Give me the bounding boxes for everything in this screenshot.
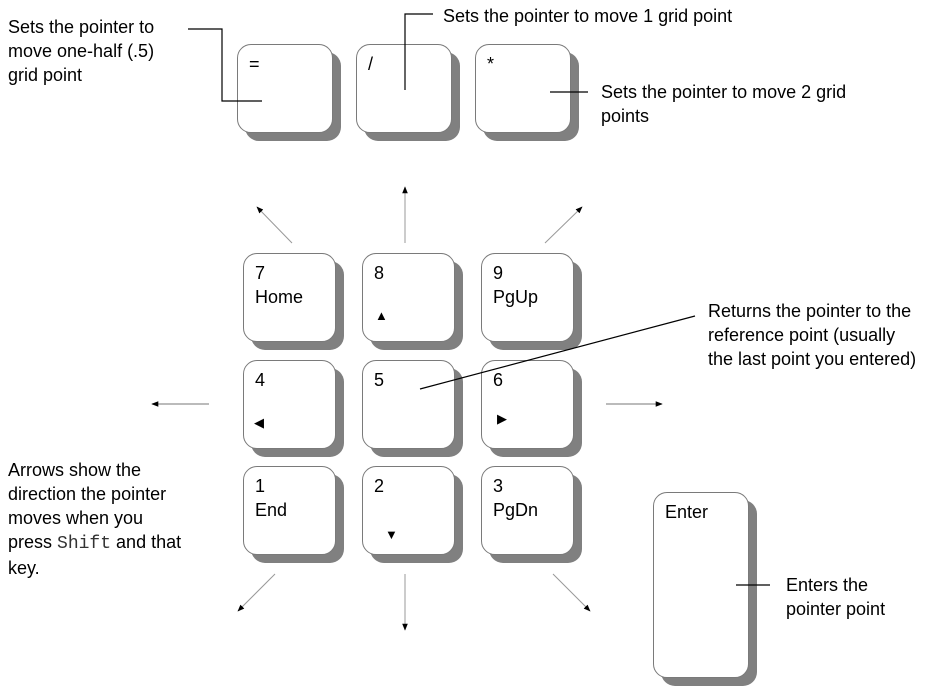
arrow-down-left-icon	[237, 573, 276, 612]
callout-reference: Returns the pointer to the reference poi…	[708, 299, 916, 371]
callout-line: Sets the pointer to	[8, 17, 155, 37]
leader-half-grid	[188, 28, 262, 102]
leader-reference	[419, 315, 696, 390]
callout-arrows: Arrows show the direction the pointer mo…	[8, 458, 181, 580]
key-4-left: 4 ◀	[243, 360, 344, 457]
key-asterisk: *	[475, 44, 579, 141]
callout-line: points	[601, 106, 650, 126]
key-number: 4	[255, 370, 266, 390]
callout-line: pointer point	[786, 599, 886, 619]
callout-two-grid: Sets the pointer to move 2 grid points	[601, 80, 846, 128]
key-label: *	[487, 54, 495, 74]
leader-one-grid	[404, 13, 433, 90]
callout-enter: Enters the pointer point	[786, 573, 885, 621]
key-number: 3	[493, 476, 504, 496]
callout-line: moves when you	[8, 508, 144, 528]
key-number: 6	[493, 370, 504, 390]
callout-line: press Shift and that	[8, 530, 181, 556]
key-1-end: 1 End	[243, 466, 344, 563]
key-number: 2	[374, 476, 385, 496]
key-number: 8	[374, 263, 385, 283]
key-8-up: 8 ▲	[362, 253, 463, 350]
key-secondary: End	[255, 500, 288, 520]
key-number: 5	[374, 370, 385, 390]
right-triangle-icon: ▶	[497, 411, 507, 426]
key-label: /	[368, 54, 374, 74]
key-equals: =	[237, 44, 341, 141]
key-number: 9	[493, 263, 504, 283]
callout-text: and that	[111, 532, 182, 552]
key-6-right: 6 ▶	[481, 360, 582, 457]
key-2-down: 2 ▼	[362, 466, 463, 563]
key-3-pgdn: 3 PgDn	[481, 466, 582, 563]
callout-line: the last point you entered)	[708, 349, 917, 369]
arrow-up-left-icon	[256, 206, 293, 244]
key-number: 1	[255, 476, 266, 496]
callout-one-grid: Sets the pointer to move 1 grid point	[443, 4, 732, 28]
key-number: 7	[255, 263, 266, 283]
key-label: =	[249, 54, 260, 74]
callout-line: direction the pointer	[8, 484, 167, 504]
callout-line: Enters the	[786, 575, 869, 595]
callout-line: Sets the pointer to move 2 grid	[601, 82, 847, 102]
callout-line: Sets the pointer to move 1 grid point	[443, 6, 733, 26]
down-triangle-icon: ▼	[385, 527, 398, 542]
key-7-home: 7 Home	[243, 253, 344, 350]
key-label: Enter	[665, 502, 709, 522]
key-5: 5	[362, 360, 463, 457]
callout-text: press	[8, 532, 58, 552]
arrow-up-right-icon	[544, 206, 583, 244]
key-secondary: PgDn	[493, 500, 539, 520]
left-triangle-icon: ◀	[254, 415, 264, 430]
key-secondary: Home	[255, 287, 304, 307]
callout-line: reference point (usually	[708, 325, 896, 345]
callout-line: grid point	[8, 65, 83, 85]
up-triangle-icon: ▲	[375, 308, 388, 323]
callout-line: key.	[8, 558, 40, 578]
callout-half-grid: Sets the pointer to move one-half (.5) g…	[8, 15, 154, 87]
key-enter: Enter	[653, 492, 757, 686]
key-slash: /	[356, 44, 460, 141]
key-secondary: PgUp	[493, 287, 539, 307]
arrow-down-right-icon	[552, 573, 591, 612]
key-9-pgup: 9 PgUp	[481, 253, 582, 350]
callout-line: Returns the pointer to the	[708, 301, 912, 321]
shift-key-name: Shift	[57, 534, 112, 554]
callout-line: move one-half (.5)	[8, 41, 155, 61]
callout-line: Arrows show the	[8, 460, 142, 480]
